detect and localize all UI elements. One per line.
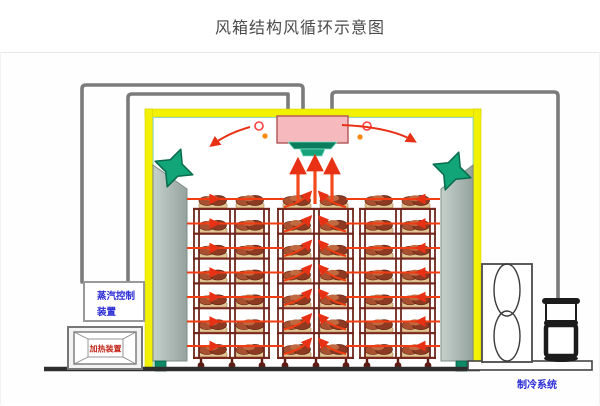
heating-device-box: 加热装置 [67, 326, 143, 370]
steam-control-label: 蒸汽控制 装置 [96, 290, 138, 318]
heating-device-label: 加热装置 [89, 344, 122, 354]
steam-control-box: 蒸汽控制 装置 [83, 281, 145, 322]
top-heater-box [276, 115, 349, 144]
right-fan-icon [432, 151, 472, 191]
diagram-panel: 蒸汽控制 装置 加热装置 制冷系统 [0, 52, 600, 405]
indicator-ring-left [254, 121, 264, 131]
cooling-system-label: 制冷系统 [517, 378, 557, 391]
airbox-diagram: 蒸汽控制 装置 加热装置 制冷系统 [44, 83, 593, 391]
riser-arrows [289, 153, 341, 204]
indicator-dot-right [357, 134, 363, 140]
page-title: 风箱结构风循环示意图 [214, 18, 385, 37]
top-curved-arrows [209, 124, 417, 147]
return-pipe [330, 90, 560, 300]
indicator-dot-left [262, 133, 268, 139]
title-bar: 风箱结构风循环示意图 [0, 0, 600, 52]
fan-coil-icon [493, 263, 521, 362]
cooling-coil-unit [481, 263, 533, 363]
compressor [542, 298, 580, 362]
supply-pipe-inner [126, 92, 290, 284]
left-duct-panel [152, 164, 188, 362]
supply-pipe-outer [80, 83, 305, 284]
right-duct-panel [440, 164, 474, 362]
left-fan-icon [154, 148, 194, 188]
